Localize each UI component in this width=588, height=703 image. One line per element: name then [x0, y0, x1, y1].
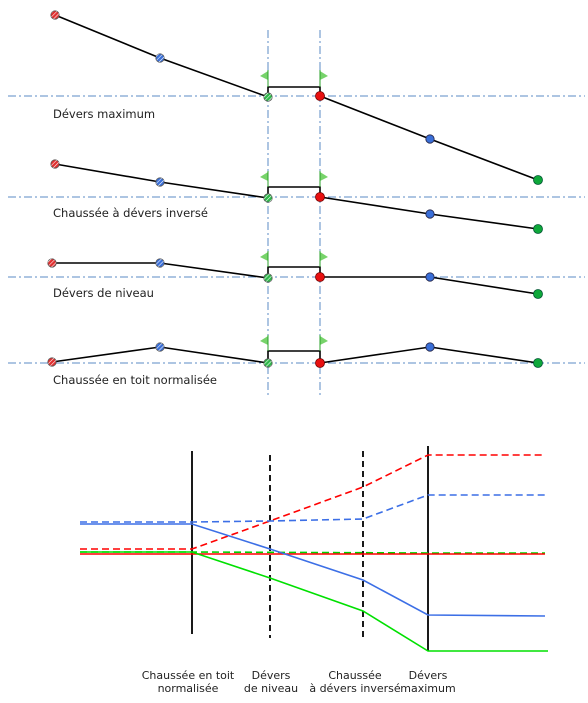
station-label: Dévers: [409, 669, 448, 682]
point-pivot-right: [315, 358, 325, 368]
station-label: maximum: [400, 682, 455, 695]
point-pivot-right: [315, 91, 325, 101]
point-right-inner: [425, 272, 435, 282]
point-right-outer: [533, 289, 543, 299]
series-blue-dashed: [80, 494, 545, 523]
section-chaussee-en-toit: Chaussée en toit normalisée: [47, 335, 543, 387]
point-right-inner: [425, 134, 435, 144]
crown-box: [267, 186, 321, 197]
transition-diagram: Chaussée en toit normalisée Dévers de ni…: [80, 446, 548, 695]
station-label: Dévers: [252, 669, 291, 682]
section-label: Chaussée en toit normalisée: [53, 373, 217, 387]
cross-sections: Dévers maximum Chaussée à dévers inversé: [8, 10, 585, 398]
point-right-outer: [533, 224, 543, 234]
station-label: à dévers inversé: [309, 682, 401, 695]
flag-right-icon: [320, 252, 328, 261]
section-label: Dévers de niveau: [53, 286, 154, 300]
section-devers-maximum: Dévers maximum: [50, 10, 543, 185]
point-right-outer: [533, 175, 543, 185]
point-right-inner: [425, 209, 435, 219]
series-red-dashed: [80, 454, 545, 550]
station-label: Chaussée en toit: [142, 669, 235, 682]
flag-left-icon: [260, 172, 268, 181]
station-label: normalisée: [158, 682, 219, 695]
point-right-outer: [533, 358, 543, 368]
section-label: Chaussée à dévers inversé: [53, 206, 208, 220]
flag-left-icon: [260, 71, 268, 80]
crown-box: [267, 266, 321, 277]
flag-left-icon: [260, 336, 268, 345]
station-label: de niveau: [244, 682, 298, 695]
flag-left-icon: [260, 252, 268, 261]
series-green-solid: [80, 551, 548, 652]
flag-right-icon: [320, 336, 328, 345]
section-label: Dévers maximum: [53, 107, 155, 121]
section-devers-de-niveau: Dévers de niveau: [47, 251, 543, 300]
flag-right-icon: [320, 71, 328, 80]
point-right-inner: [425, 342, 435, 352]
point-pivot-right: [315, 192, 325, 202]
series-blue-solid: [80, 523, 546, 617]
point-pivot-right: [315, 272, 325, 282]
station-label: Chaussée: [328, 669, 382, 682]
flag-right-icon: [320, 172, 328, 181]
crown-box: [267, 86, 321, 96]
crown-box: [267, 350, 321, 363]
section-chaussee-devers-inverse: Chaussée à dévers inversé: [50, 159, 543, 234]
